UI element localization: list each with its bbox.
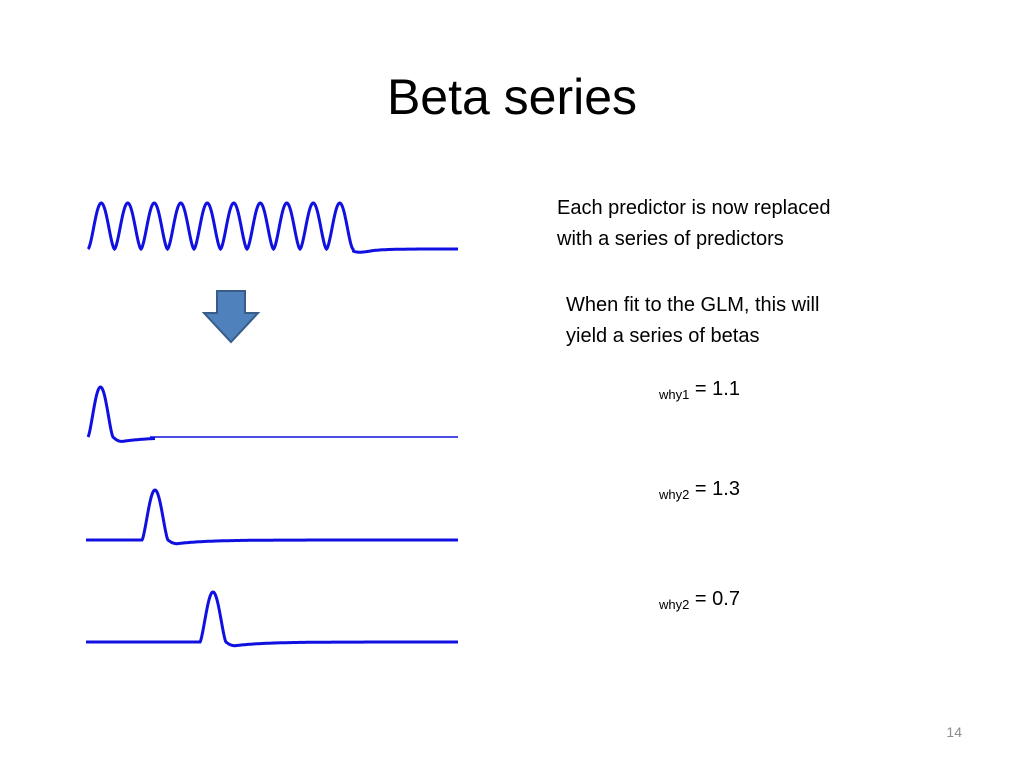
slide-title: Beta series (386, 69, 638, 125)
explanation-text-1: Each predictor is now replaced with a se… (557, 193, 830, 255)
explanation-text-2-line-2: yield a series of betas (566, 325, 760, 347)
beta-value-3: why2 = 0.7 (659, 588, 740, 612)
beta-label-3: why2 (659, 597, 690, 612)
beta-label-2: why2 (659, 487, 690, 502)
beta-value-1: why1 = 1.1 (659, 378, 740, 402)
down-arrow-icon (201, 290, 261, 344)
explanation-text-2: When fit to the GLM, this will yield a s… (566, 290, 819, 352)
beta-expr-3: = 0.7 (689, 588, 740, 610)
beta-expr-1: = 1.1 (689, 378, 740, 400)
explanation-text-1-line-2: with a series of predictors (557, 228, 784, 250)
beta-expr-2: = 1.3 (689, 478, 740, 500)
page-number: 14 (946, 724, 962, 740)
beta-label-1: why1 (659, 387, 690, 402)
explanation-text-2-line-1: When fit to the GLM, this will (566, 294, 820, 316)
explanation-text-1-line-1: Each predictor is now replaced (557, 197, 831, 219)
beta-value-2: why2 = 1.3 (659, 478, 740, 502)
